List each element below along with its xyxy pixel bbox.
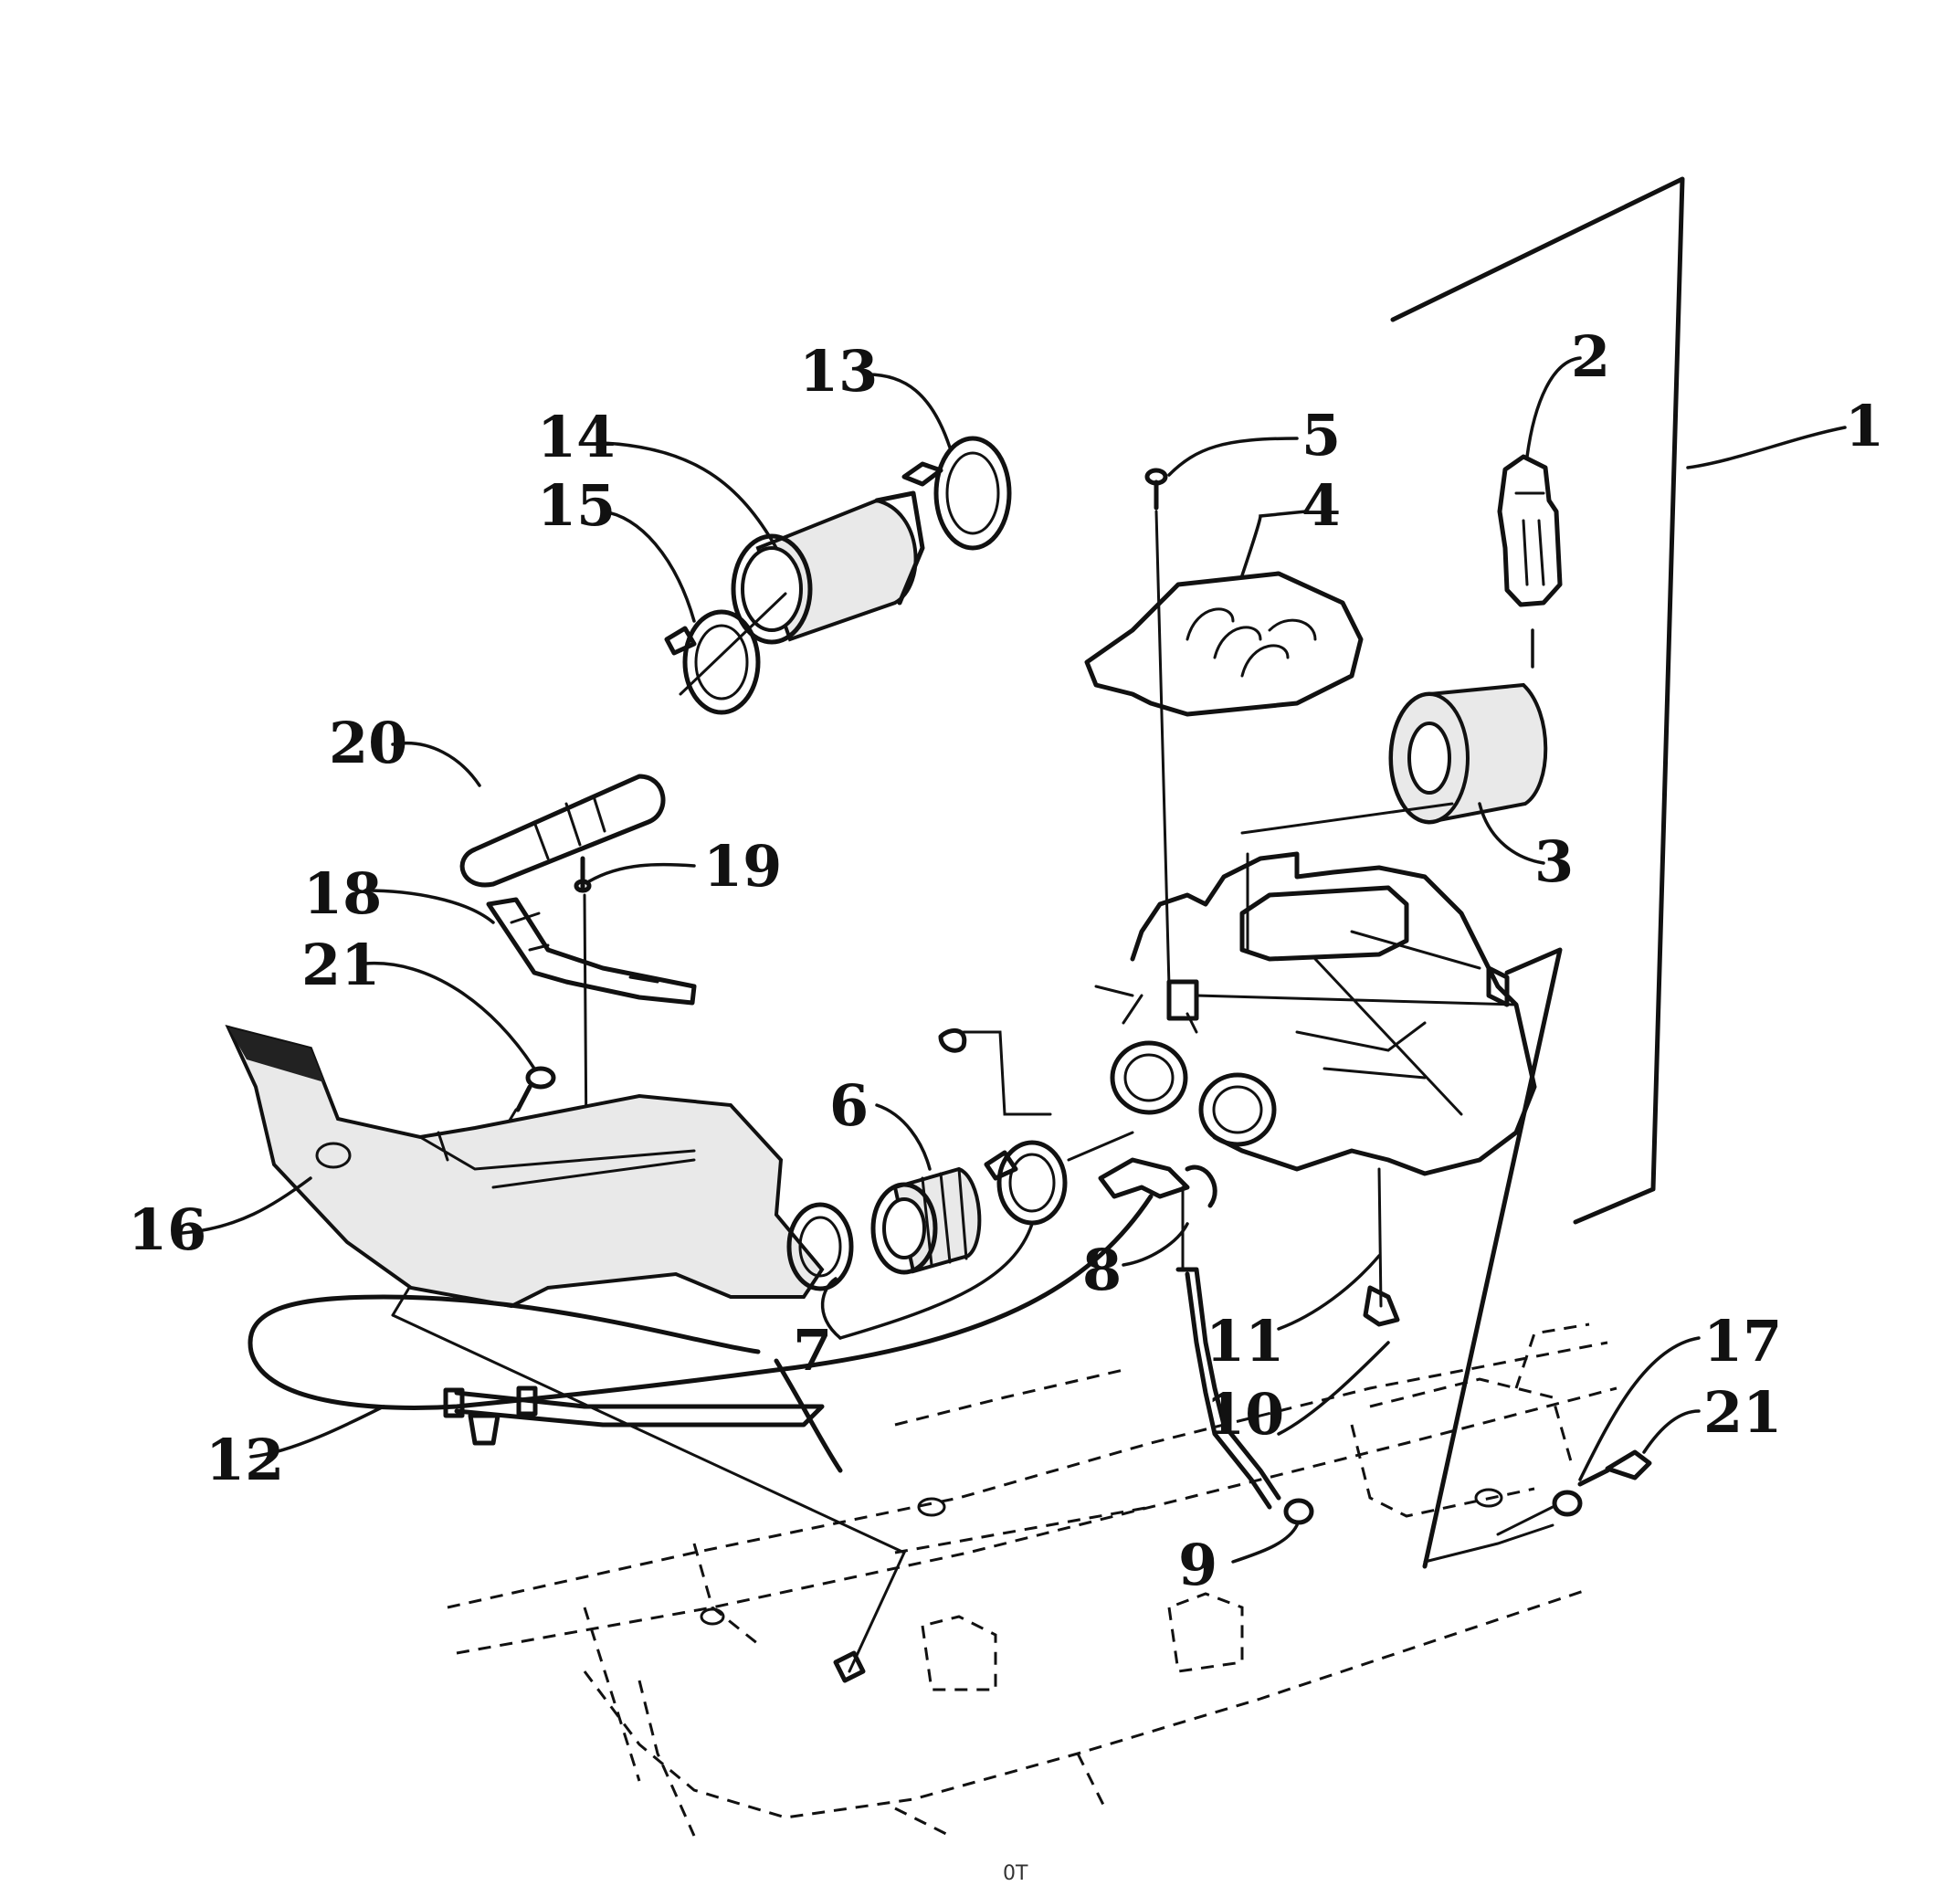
callout-7: 7: [793, 1317, 832, 1384]
callout-8: 8: [1082, 1237, 1122, 1303]
callout-1: 1: [1845, 393, 1884, 459]
callout-10: 10: [1206, 1381, 1284, 1448]
part-10-hose: [1175, 1185, 1390, 1510]
part-8-elbow: [938, 1028, 1217, 1267]
part-15-clamp: [601, 510, 787, 715]
callout-3: 3: [1534, 828, 1574, 895]
callout-19: 19: [703, 833, 782, 900]
callout-11: 11: [1206, 1308, 1284, 1375]
part-14-duct: [601, 441, 925, 645]
part-9-clamp: [1231, 1498, 1314, 1564]
callout-2: 2: [1571, 323, 1610, 390]
callout-13: 13: [799, 338, 878, 405]
part-3-filter: [1388, 682, 1548, 865]
part-5-screw: [1144, 437, 1299, 988]
callout-6: 6: [829, 1072, 869, 1139]
callout-20: 20: [329, 710, 407, 776]
callout-15: 15: [537, 472, 616, 539]
chassis-frame: [447, 1322, 1618, 1838]
part-4-lid: [1084, 510, 1364, 717]
part-7-clamp-b: [820, 1131, 1134, 1340]
part-17-washer: [1552, 1336, 1701, 1517]
callout-16: 16: [128, 1196, 206, 1263]
part-12-vent-tube: [248, 1194, 1154, 1473]
part-7-clamp-a: [786, 1202, 854, 1291]
airbox-assembly-bracket: [1390, 176, 1847, 1225]
callout-17: 17: [1703, 1308, 1782, 1375]
callout-18: 18: [303, 860, 382, 927]
callout-4: 4: [1301, 472, 1341, 539]
callout-12: 12: [205, 1427, 284, 1493]
part-18-strap: [364, 889, 697, 1006]
airbox-main: [1094, 802, 1537, 1176]
callout-14: 14: [537, 404, 616, 470]
callout-21-left: 21: [301, 932, 380, 998]
part-13-clamp: [866, 373, 1012, 551]
part-16-intake: [181, 1025, 825, 1309]
footer-mark: 0T: [1003, 1862, 1028, 1885]
part-6-boot: [870, 1103, 982, 1275]
callout-21-right: 21: [1703, 1379, 1782, 1446]
part-11-clip: [1277, 1167, 1400, 1331]
part-20-clip-tube: [391, 742, 666, 888]
callout-5: 5: [1301, 402, 1341, 469]
airbox-bracket: [1422, 947, 1563, 1569]
part-21-bolt-right: [1496, 1409, 1701, 1536]
callout-9: 9: [1178, 1532, 1217, 1598]
mount-leaders: [391, 1313, 906, 1683]
callout-labels: 1 2 3 4 5 6 7 8 9 10 11 12 13 14 15 16 1…: [128, 323, 1884, 1598]
part-2-sensor: [1497, 356, 1582, 669]
